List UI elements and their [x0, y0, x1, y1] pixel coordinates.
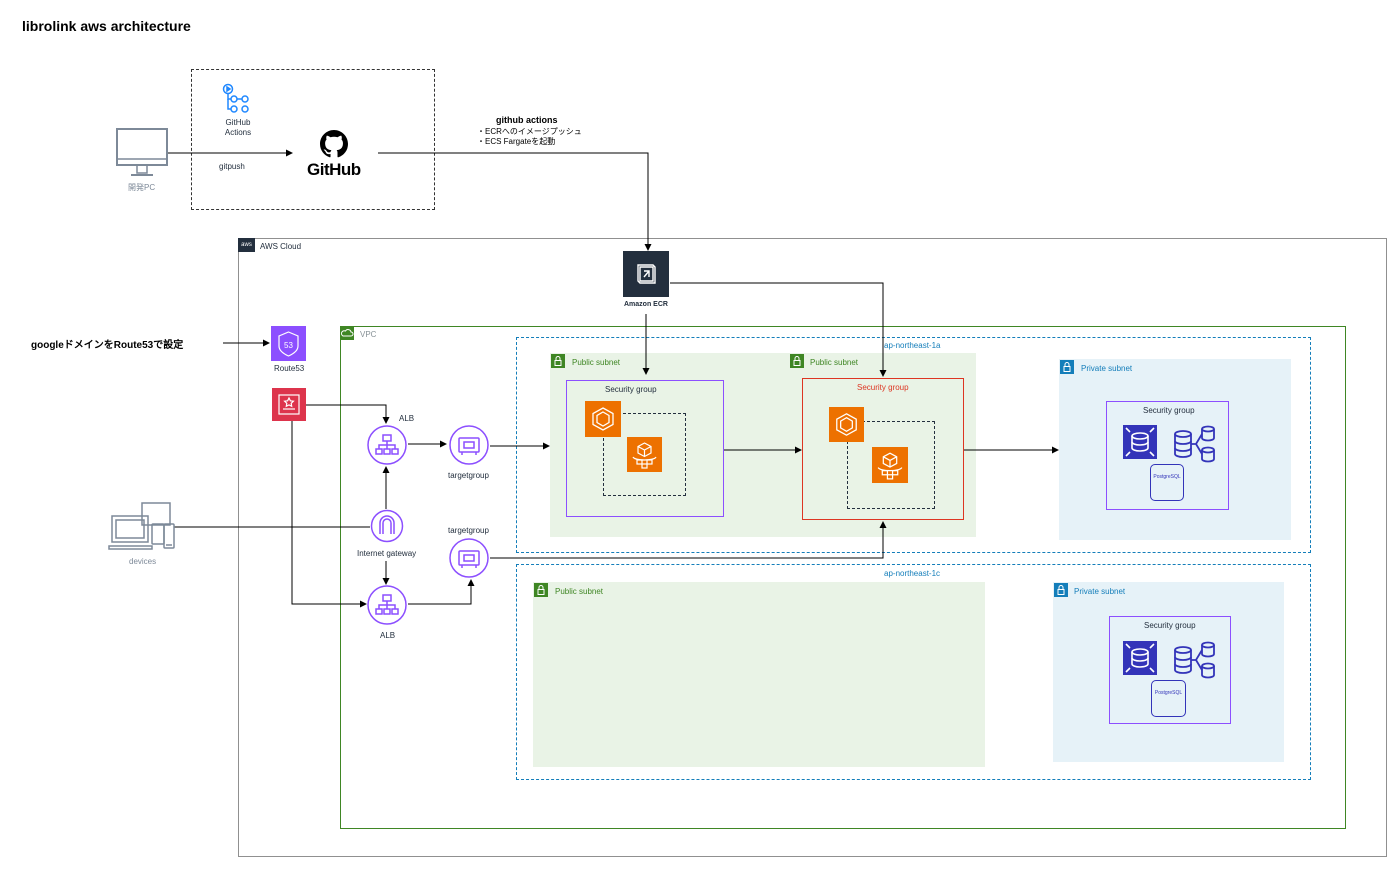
- route53-icon: 53: [271, 326, 306, 361]
- rds-icon: [1122, 640, 1158, 681]
- lock-icon: [790, 354, 804, 368]
- desktop-pc-icon: [114, 127, 170, 184]
- security-group-1a-db: [1106, 401, 1229, 510]
- vpc-group: [340, 326, 1346, 829]
- actions-note-line: ・ECRへのイメージプッシュ: [477, 127, 582, 136]
- github-logo-icon: [320, 130, 348, 163]
- route53-label: Route53: [274, 364, 305, 373]
- aws-cloud-label: AWS Cloud: [260, 242, 302, 251]
- security-group-label: Security group: [605, 385, 657, 394]
- target-group-icon[interactable]: [448, 424, 490, 471]
- amazon-ecr-icon: [623, 251, 669, 297]
- private-subnet-1c: [1053, 582, 1284, 762]
- devices-label: devices: [129, 557, 157, 566]
- load-balancer-icon[interactable]: [366, 424, 408, 471]
- aws-cloud-group: [238, 238, 1387, 857]
- public-subnet-label: Public subnet: [555, 587, 604, 596]
- vpc-label: VPC: [360, 330, 377, 339]
- database-cluster-icon: [1172, 424, 1218, 469]
- security-group-1a-1: [566, 380, 724, 517]
- public-subnet-1a-1: [550, 353, 976, 537]
- certificate-icon: [272, 388, 306, 421]
- alb-bottom-label: ALB: [380, 631, 396, 640]
- load-balancer-icon[interactable]: [366, 584, 408, 631]
- lock-icon: [534, 583, 548, 597]
- postgresql-label: PostgreSQL: [1154, 690, 1183, 696]
- lock-icon: [1060, 360, 1074, 374]
- devices-icon: [108, 502, 176, 559]
- ecs-icon: [829, 407, 864, 442]
- security-group-label: Security group: [857, 383, 909, 392]
- rds-icon: [1122, 424, 1158, 465]
- security-group-1c-db: [1109, 616, 1231, 724]
- ecs-cluster-box: [847, 421, 935, 509]
- postgresql-box: PostgreSQL: [1151, 680, 1186, 717]
- database-cluster-icon: [1172, 640, 1218, 685]
- internet-gateway-icon[interactable]: [370, 509, 404, 548]
- ecs-icon: [585, 401, 621, 437]
- aws-logo-icon: aws: [238, 238, 255, 252]
- lock-icon: [1054, 583, 1068, 597]
- az-1c-label: ap-northeast-1c: [884, 569, 941, 578]
- lock-icon: [551, 354, 565, 368]
- vpc-cloud-icon: [340, 326, 354, 340]
- az-1a-group: [516, 337, 1311, 553]
- ecs-cluster-box: [603, 413, 686, 496]
- route53-note: googleドメインをRoute53で設定: [31, 340, 184, 351]
- public-subnet-1c: [533, 582, 985, 767]
- svg-text:53: 53: [284, 341, 293, 350]
- diagram-title: librolink aws architecture: [22, 18, 191, 34]
- security-group-1a-2: [802, 378, 964, 520]
- internet-gateway-label: Internet gateway: [357, 549, 417, 558]
- private-subnet-label: Private subnet: [1074, 587, 1126, 596]
- ecr-label: Amazon ECR: [624, 301, 668, 308]
- security-group-label: Security group: [1144, 621, 1196, 630]
- github-wordmark: GitHub: [307, 160, 361, 179]
- targetgroup-bottom-label: targetgroup: [448, 526, 489, 535]
- postgresql-label: PostgreSQL: [1153, 474, 1181, 480]
- az-1c-group: [516, 564, 1311, 780]
- postgresql-box: PostgreSQL: [1150, 464, 1184, 501]
- targetgroup-top-label: targetgroup: [448, 471, 489, 480]
- private-subnet-label: Private subnet: [1081, 364, 1133, 373]
- actions-note-heading: github actions: [496, 115, 558, 125]
- public-subnet-label: Public subnet: [810, 358, 859, 367]
- fargate-icon: [872, 447, 908, 483]
- actions-note-line: ・ECS Fargateを起動: [477, 137, 556, 146]
- dev-pc-label: 開発PC: [128, 183, 156, 192]
- public-subnet-label: Public subnet: [572, 358, 621, 367]
- github-actions-icon: [221, 82, 251, 119]
- ci-group: [191, 69, 435, 210]
- target-group-icon[interactable]: [448, 537, 490, 584]
- az-1a-label: ap-northeast-1a: [884, 341, 941, 350]
- security-group-label: Security group: [1143, 406, 1195, 415]
- alb-top-label: ALB: [399, 414, 415, 423]
- github-actions-label: GitHub Actions: [224, 118, 252, 137]
- gitpush-label: gitpush: [219, 162, 245, 171]
- fargate-icon: [627, 437, 662, 472]
